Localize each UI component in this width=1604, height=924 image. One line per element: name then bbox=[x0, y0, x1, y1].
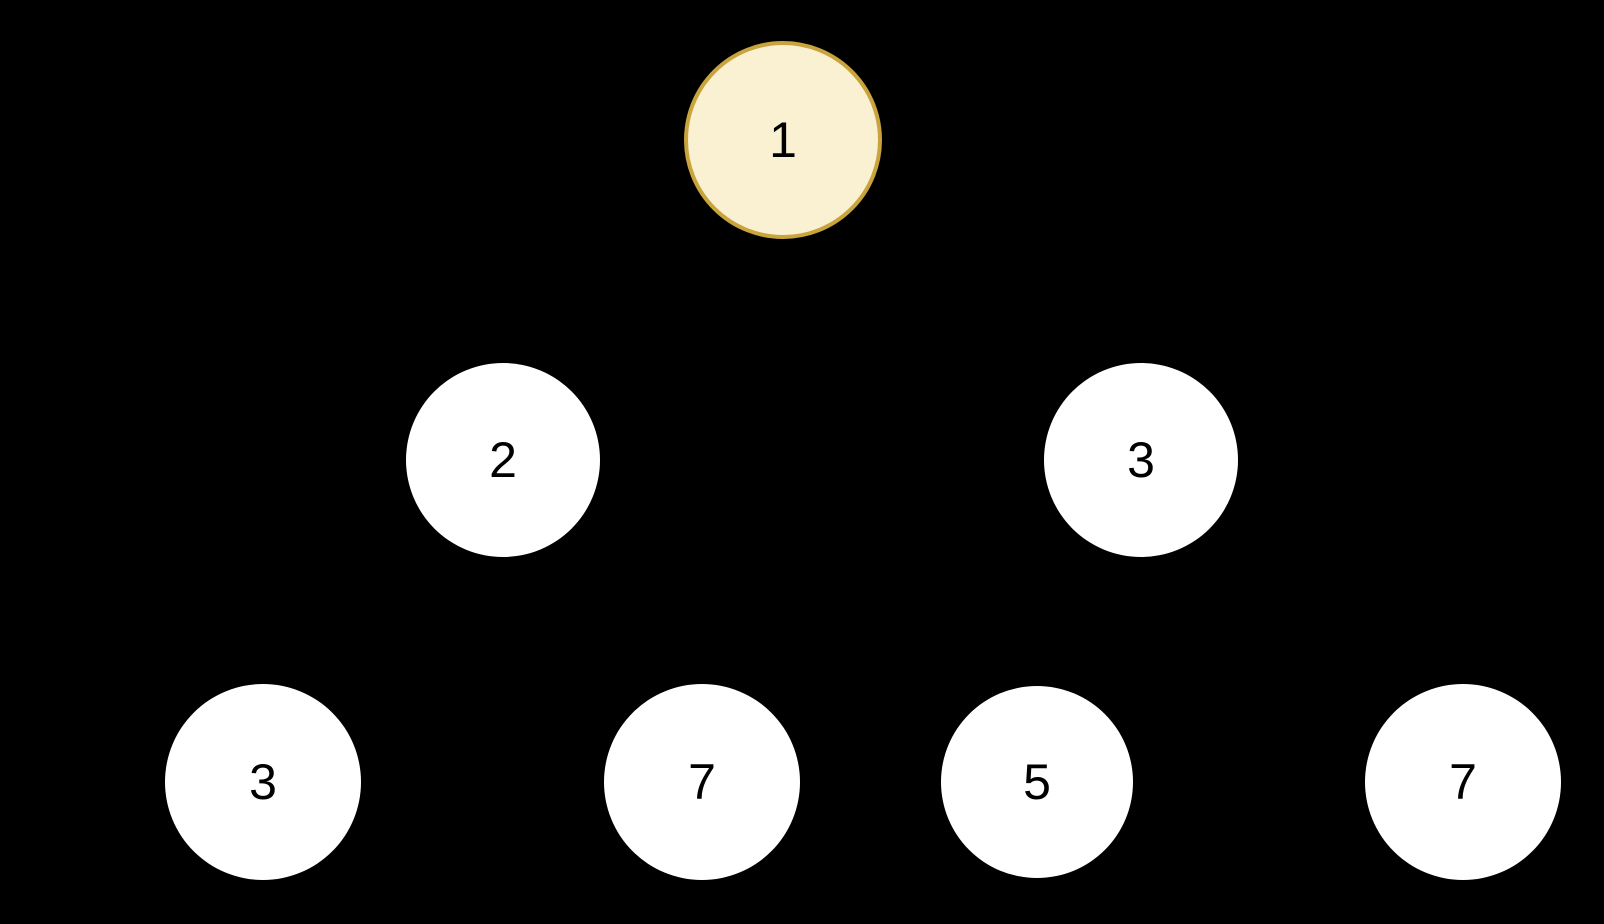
tree-node-left-right-label: 7 bbox=[688, 754, 716, 810]
tree-node-left-left-label: 3 bbox=[249, 754, 277, 810]
tree-node-right-label: 3 bbox=[1127, 432, 1155, 488]
tree-node-root-label: 1 bbox=[769, 112, 797, 168]
tree-node-root[interactable]: 1 bbox=[684, 41, 882, 239]
tree-node-right-right-label: 7 bbox=[1449, 754, 1477, 810]
tree-node-left-left[interactable]: 3 bbox=[165, 684, 361, 880]
tree-node-right[interactable]: 3 bbox=[1044, 363, 1238, 557]
tree-node-left[interactable]: 2 bbox=[406, 363, 600, 557]
tree-node-right-right[interactable]: 7 bbox=[1365, 684, 1561, 880]
tree-node-left-right[interactable]: 7 bbox=[604, 684, 800, 880]
tree-node-left-label: 2 bbox=[489, 432, 517, 488]
tree-node-right-left-label: 5 bbox=[1023, 754, 1051, 810]
tree-node-right-left[interactable]: 5 bbox=[941, 686, 1133, 878]
